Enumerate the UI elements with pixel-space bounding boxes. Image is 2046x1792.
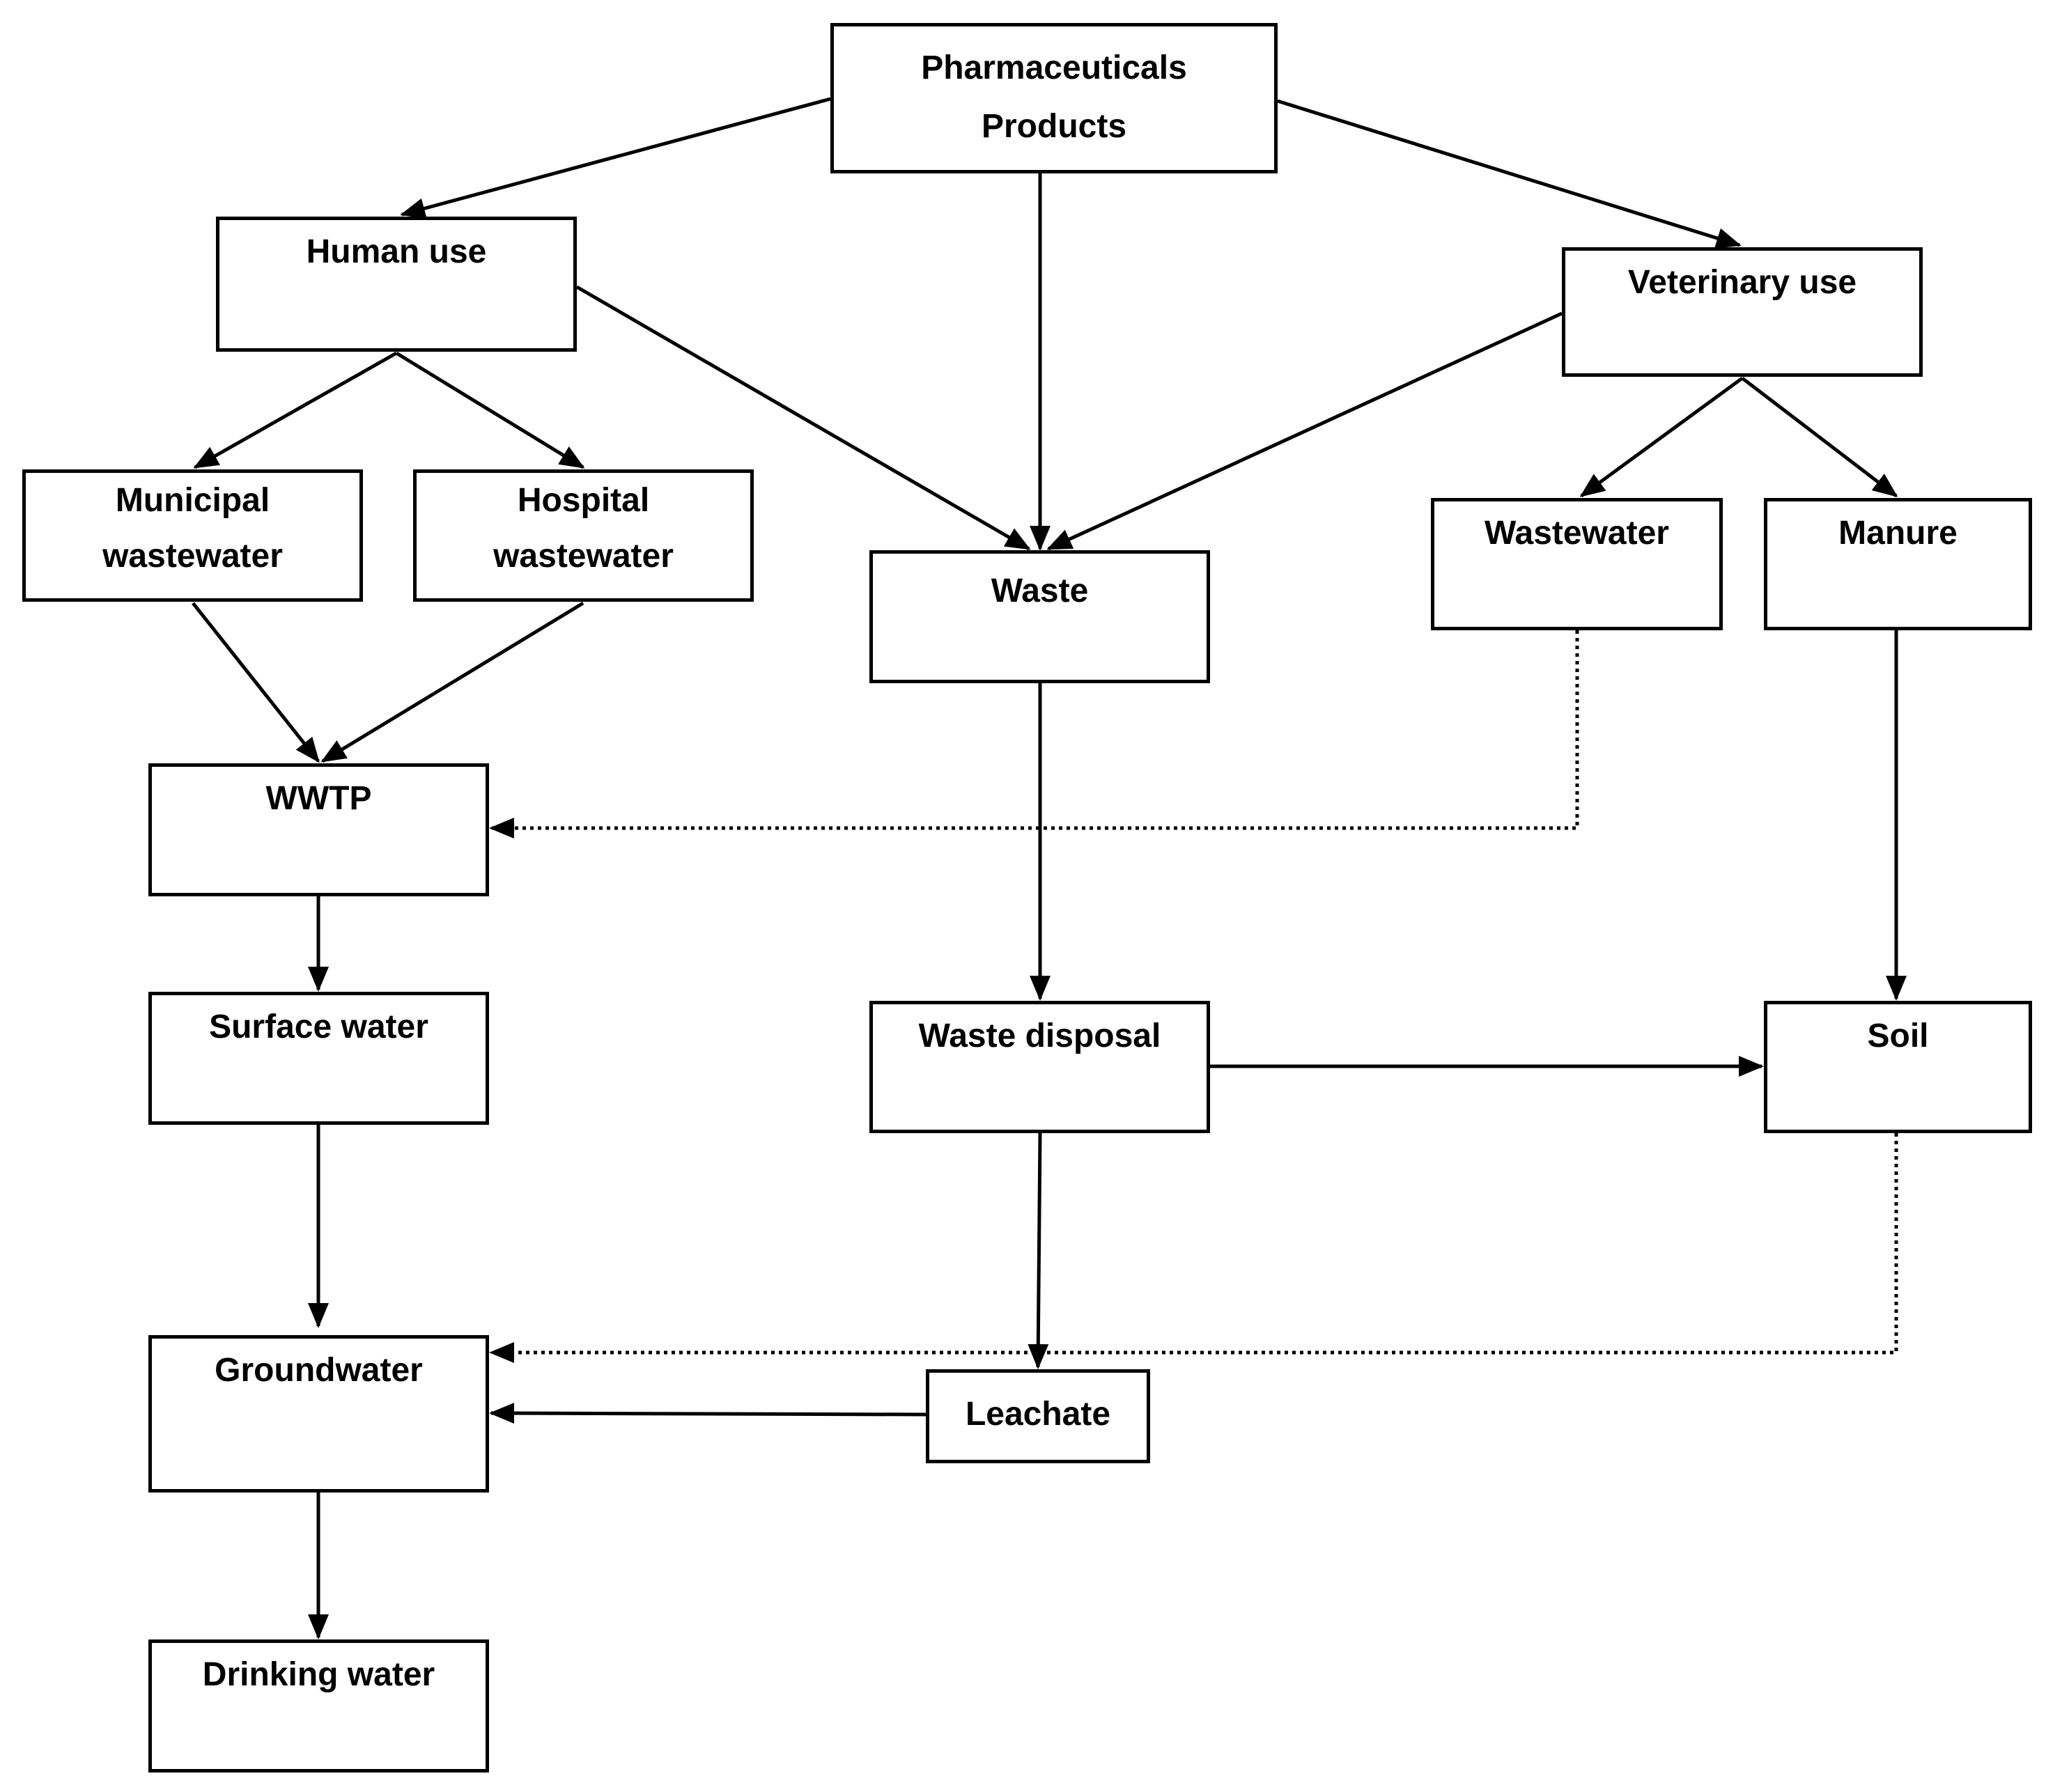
- node-wwtp: WWTP: [148, 763, 489, 896]
- node-label: Veterinary use: [1627, 264, 1857, 301]
- node-label: Waste: [991, 572, 1089, 609]
- node-pharmaceuticals-products: Pharmaceuticals Products: [830, 23, 1278, 173]
- edge-municipal-to-wwtp: [192, 602, 320, 763]
- node-groundwater: Groundwater: [148, 1335, 489, 1493]
- edge-pharma-to-veterinary-use: [1277, 99, 1742, 249]
- node-label: Drinking water: [202, 1656, 435, 1693]
- node-human-use: Human use: [216, 217, 577, 352]
- node-veterinary-use: Veterinary use: [1562, 247, 1923, 377]
- node-surface-water: Surface water: [148, 992, 489, 1125]
- node-label: WWTP: [265, 780, 372, 817]
- edge-waste-disposal-to-leachate: [1028, 1132, 1049, 1369]
- node-label: Surface water: [209, 1008, 428, 1045]
- node-drinking-water: Drinking water: [148, 1639, 489, 1772]
- node-label: Manure: [1838, 515, 1958, 552]
- edge-human-use-to-waste: [575, 285, 1031, 551]
- node-label-line2: wastewater: [493, 538, 674, 575]
- edge-hospital-to-wwtp: [320, 601, 584, 763]
- node-label-line1: Pharmaceuticals: [921, 49, 1187, 86]
- node-manure: Manure: [1764, 498, 2032, 630]
- edge-pharma-to-human-use: [400, 97, 831, 219]
- edge-human-use-to-municipal: [193, 351, 398, 469]
- node-label: Wastewater: [1485, 515, 1669, 552]
- node-label: Waste disposal: [918, 1018, 1161, 1054]
- edge-wastewater-to-wwtp: [489, 630, 1579, 839]
- node-label: Soil: [1867, 1018, 1929, 1054]
- node-waste-disposal: Waste disposal: [869, 1001, 1210, 1133]
- node-label: Groundwater: [215, 1352, 423, 1389]
- edge-veterinary-use-to-waste: [1046, 311, 1563, 551]
- node-label-line1: Municipal: [115, 482, 270, 519]
- node-veterinary-wastewater: Wastewater: [1431, 498, 1723, 630]
- node-waste: Waste: [869, 550, 1210, 683]
- node-label-line1: Hospital: [517, 482, 650, 519]
- edge-soil-to-groundwater: [489, 1133, 1898, 1363]
- edge-human-use-to-hospital: [395, 351, 585, 469]
- node-label: Human use: [306, 233, 487, 270]
- node-soil: Soil: [1764, 1001, 2032, 1133]
- node-label: Leachate: [965, 1396, 1111, 1433]
- node-municipal-wastewater: Municipal wastewater: [22, 469, 363, 602]
- node-label-line2: wastewater: [102, 538, 283, 575]
- edge-veterinary-use-to-manure: [1741, 377, 1898, 497]
- edge-veterinary-use-to-wastewater: [1579, 376, 1744, 498]
- edge-leachate-to-groundwater: [489, 1403, 927, 1424]
- node-leachate: Leachate: [926, 1369, 1150, 1463]
- node-label-line2: Products: [981, 108, 1127, 145]
- node-hospital-wastewater: Hospital wastewater: [413, 469, 754, 602]
